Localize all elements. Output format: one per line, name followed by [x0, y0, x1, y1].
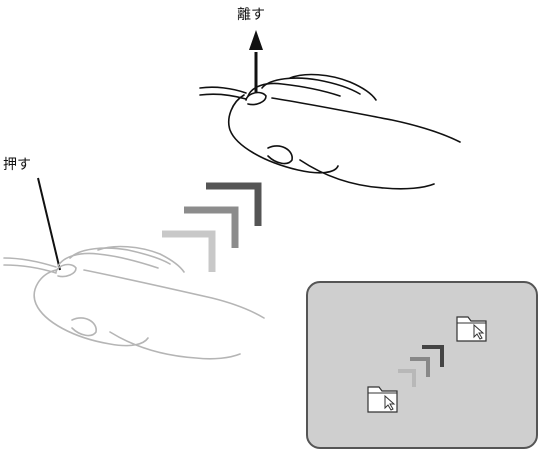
- hand-thumb: [72, 318, 96, 336]
- hand-pressing-mouse: [4, 247, 264, 359]
- motion-chevron-light: [162, 234, 212, 272]
- hand-releasing-mouse: [200, 75, 460, 189]
- hand-thumb: [268, 146, 292, 164]
- fingertip: [56, 265, 76, 277]
- mouse-cable: [4, 258, 56, 273]
- hand-middle-finger: [70, 248, 170, 264]
- screen-inset: [306, 281, 538, 449]
- up-arrow-icon: [249, 30, 263, 92]
- drag-motion-chevrons: [162, 186, 258, 272]
- hand-index-finger: [248, 84, 340, 97]
- mouse-cable: [200, 87, 246, 99]
- hand-wrist: [300, 160, 434, 189]
- press-pointer-line: [38, 178, 60, 270]
- hand-back: [84, 270, 264, 318]
- hand-back: [272, 98, 460, 142]
- mouse-body: [34, 270, 148, 346]
- drag-motion-chevrons: [398, 347, 442, 387]
- screen-drag-illustration: [308, 283, 536, 447]
- hand-ring-finger: [98, 247, 184, 272]
- fingertip: [246, 93, 266, 105]
- motion-chevron-light: [398, 371, 414, 387]
